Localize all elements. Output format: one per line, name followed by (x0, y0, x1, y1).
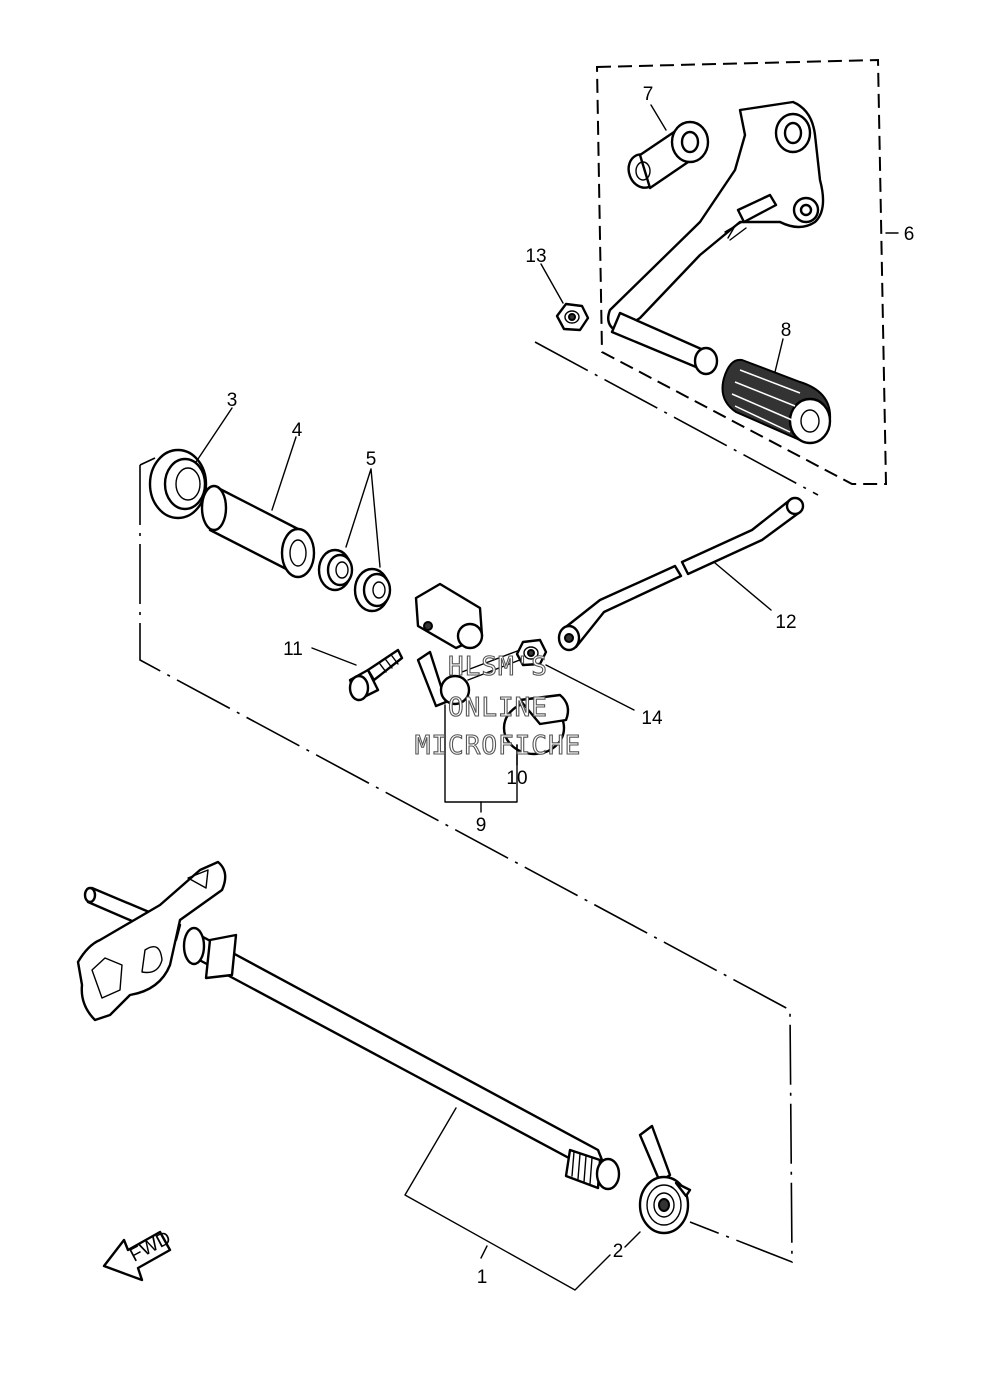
callout-4: 4 (292, 420, 303, 441)
callout-2: 2 (613, 1241, 624, 1262)
part-4-collar[interactable] (200, 484, 316, 579)
part-8-pedal-rubber[interactable] (721, 358, 832, 445)
callout-6: 6 (904, 224, 915, 245)
watermark-line-1: HLSM'S (448, 652, 548, 682)
part-1-shift-shaft[interactable] (76, 860, 621, 1191)
watermark-line-2: ONLINE (448, 693, 548, 723)
watermark: HLSM'S ONLINE MICROFICHE (414, 651, 582, 761)
leader-5 (345, 468, 381, 568)
leader-11 (311, 647, 357, 666)
leader-1 (480, 1245, 488, 1259)
callout-14: 14 (641, 708, 663, 729)
part-9-rod-joint[interactable] (414, 582, 526, 708)
leader-12 (714, 562, 772, 611)
part-14-nut[interactable] (515, 638, 548, 667)
callout-12: 12 (775, 612, 796, 633)
part-6-shift-pedal[interactable] (607, 100, 825, 376)
part-2-torsion-spring[interactable] (638, 1124, 692, 1235)
callout-7: 7 (643, 84, 654, 105)
part-7-eye-joint[interactable] (624, 120, 710, 192)
watermark-line-3: MICROFICHE (415, 731, 582, 761)
bracket-1-2 (404, 1107, 611, 1291)
part-5-bearing-a[interactable] (317, 548, 354, 592)
leader-2 (624, 1231, 641, 1248)
leader-4 (271, 436, 297, 511)
fwd-direction-arrow: FWD (102, 1228, 175, 1282)
part-12-shift-rod[interactable] (557, 496, 805, 652)
part-3-oil-seal[interactable] (148, 448, 208, 520)
callout-8: 8 (781, 320, 792, 341)
leader-8 (774, 338, 784, 373)
callout-3: 3 (227, 390, 238, 411)
callout-9: 9 (476, 815, 487, 836)
callout-5: 5 (366, 449, 377, 470)
part-13-nut[interactable] (555, 302, 590, 332)
callout-1: 1 (477, 1267, 488, 1288)
callout-10: 10 (506, 768, 527, 789)
callout-13: 13 (525, 246, 546, 267)
pedal-assembly-boundary (595, 58, 888, 485)
leader-13 (540, 263, 564, 304)
leader-7 (650, 104, 667, 131)
part-11-bolt[interactable] (348, 648, 404, 702)
leader-14 (545, 664, 635, 711)
callout-11: 11 (283, 639, 303, 660)
leader-3 (195, 407, 233, 463)
part-5-bearing-b[interactable] (353, 567, 392, 613)
assembly-frame-upper-right (534, 341, 819, 496)
part-10-joint-cap[interactable] (502, 693, 570, 756)
assembly-frame-shaft (139, 457, 156, 466)
assembly-frame-upper (139, 465, 793, 1264)
